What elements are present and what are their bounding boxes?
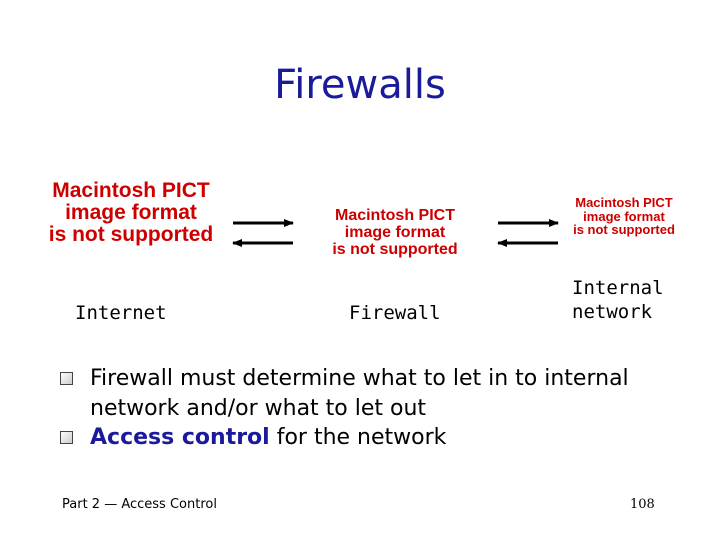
bullet-item: Firewall must determine what to let in t…	[60, 364, 700, 423]
label-internal-line2: network	[572, 301, 653, 324]
placeholder-line: is not supported	[573, 222, 675, 238]
bullet-text: for the network	[269, 425, 447, 451]
placeholder-line: image format	[65, 201, 197, 225]
placeholder-line: image format	[344, 223, 446, 241]
bullet-box-icon	[60, 372, 73, 385]
placeholder-line: is not supported	[48, 223, 214, 247]
placeholder-line: Macintosh PICT	[575, 195, 673, 210]
label-internal-network: Internal network	[572, 276, 664, 324]
footer-page-number: 108	[630, 497, 655, 512]
unsupported-image-placeholder-middle: Macintosh PICT image format is not suppo…	[300, 207, 490, 258]
placeholder-line: image format	[583, 208, 665, 224]
footer-course-title: Part 2 — Access Control	[62, 497, 217, 512]
unsupported-image-placeholder-right: Macintosh PICT image format is not suppo…	[566, 196, 682, 237]
placeholder-line: Macintosh PICT	[334, 207, 455, 224]
placeholder-line: Macintosh PICT	[52, 179, 210, 202]
placeholder-line: is not supported	[332, 240, 458, 258]
slide-title: Firewalls	[274, 62, 446, 108]
bullet-list: Firewall must determine what to let in t…	[60, 364, 700, 453]
unsupported-image-placeholder-left: Macintosh PICT image format is not suppo…	[38, 179, 224, 247]
label-firewall: Firewall	[349, 302, 441, 324]
label-internal-line1: Internal	[572, 277, 664, 299]
label-internet: Internet	[75, 302, 167, 324]
bullet-emphasis: Access control	[90, 425, 270, 451]
bullet-text: Firewall must determine what to let in t…	[90, 366, 629, 421]
bullet-box-icon	[60, 431, 73, 445]
bullet-item: Access control for the network	[60, 423, 700, 453]
